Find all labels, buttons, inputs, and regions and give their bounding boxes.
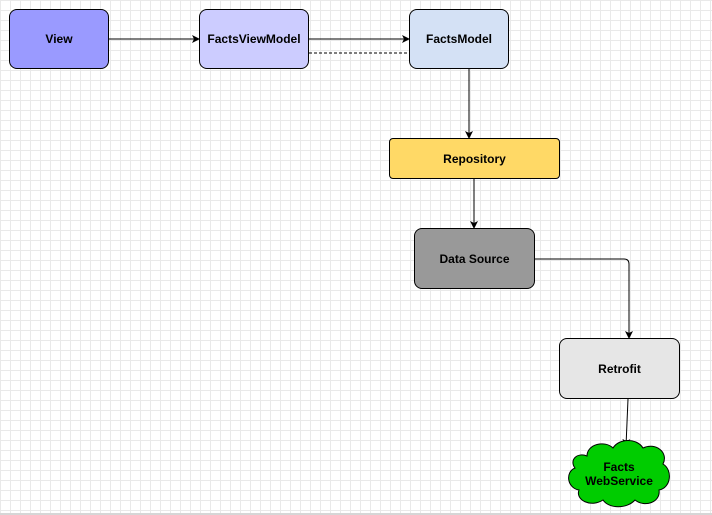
factswebservice-cloud-node[interactable]: Facts WebService [565, 436, 673, 509]
retrofit-node-label: Retrofit [598, 361, 641, 376]
retrofit-node[interactable]: Retrofit [559, 338, 680, 399]
view-node-label: View [45, 32, 73, 46]
cloud-shape [568, 440, 670, 508]
repository-node[interactable]: Repository [389, 138, 560, 179]
factsmodel-node[interactable]: FactsModel [409, 9, 509, 69]
factswebservice-label-line1: Facts [603, 460, 635, 474]
factswebservice-label: Facts WebService [565, 460, 673, 488]
factsviewmodel-node-label: FactsViewModel [207, 32, 301, 46]
connector-datasource-to-retrofit [535, 258, 633, 339]
datasource-node-label: Data Source [439, 251, 510, 266]
factsviewmodel-node[interactable]: FactsViewModel [199, 9, 309, 69]
canvas-bottom-edge [0, 513, 712, 515]
view-node[interactable]: View [9, 9, 109, 69]
repository-node-label: Repository [443, 151, 506, 166]
datasource-node[interactable]: Data Source [414, 228, 535, 289]
factsmodel-node-label: FactsModel [425, 32, 492, 46]
factswebservice-label-line2: WebService [585, 474, 653, 488]
